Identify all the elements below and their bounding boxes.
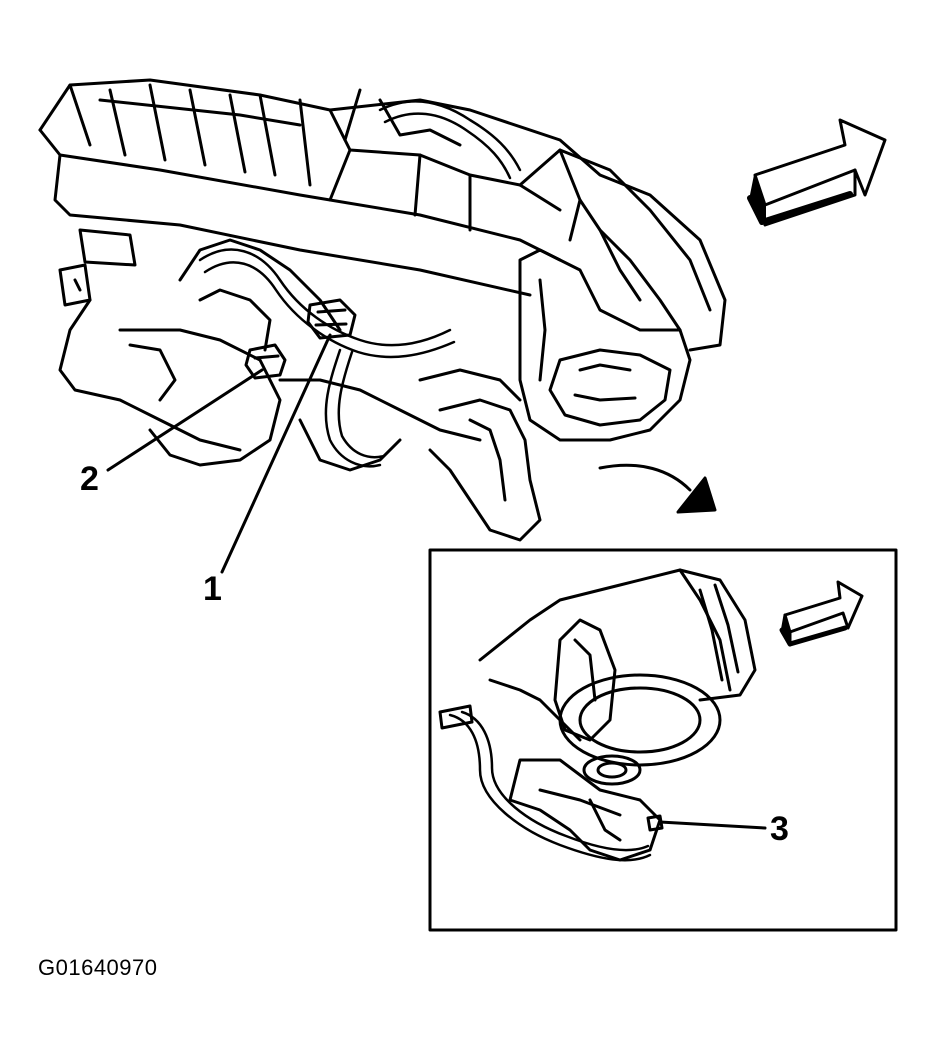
callout-number-1: 1 [203, 570, 222, 608]
leader-line-2 [106, 368, 264, 472]
lower-case [58, 228, 482, 472]
callout-number-3: 3 [770, 810, 789, 848]
figure-id-label: G01640970 [38, 955, 158, 980]
leader-line-1 [220, 333, 332, 574]
wiring-harness [198, 100, 522, 468]
mounting-bracket-left [58, 263, 92, 307]
duct-lower-right [418, 368, 542, 542]
callout-number-2: 2 [80, 460, 99, 498]
rotate-view-arrow-icon [598, 463, 717, 514]
component-1-connector [306, 298, 357, 340]
leader-line-3 [658, 820, 767, 830]
forward-direction-arrow-icon [747, 118, 887, 227]
component-2-actuator [244, 343, 287, 380]
inset-forward-direction-arrow-icon [779, 580, 864, 647]
detail-inset-frame [428, 548, 898, 932]
blower-housing [518, 248, 692, 442]
inset-blower-motor-view [438, 568, 757, 862]
instrument-panel-frame [38, 78, 727, 352]
